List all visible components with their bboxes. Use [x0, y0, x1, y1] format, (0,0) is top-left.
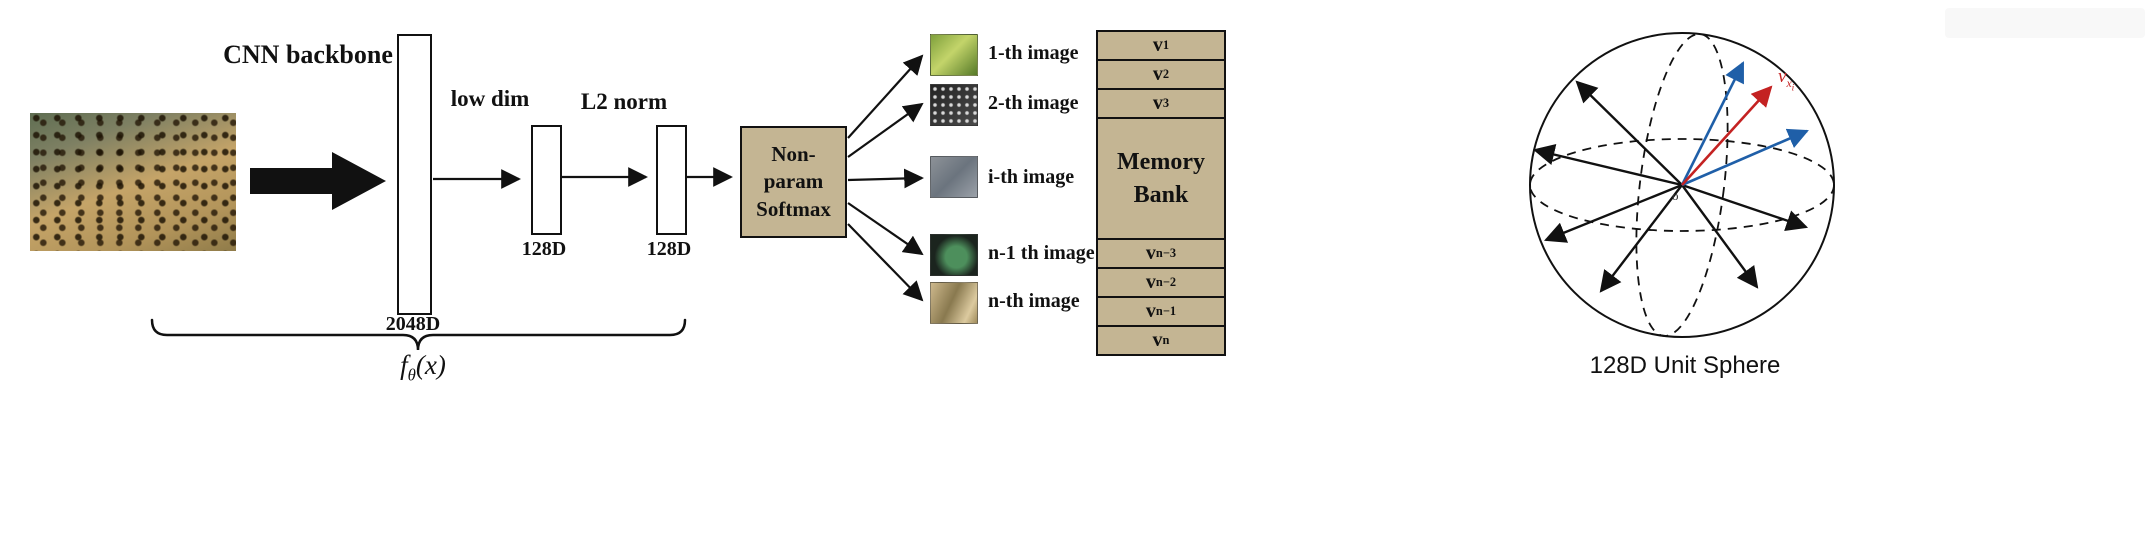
watermark [1945, 8, 2145, 38]
sphere-origin-label: o [1672, 188, 1679, 203]
l2-norm-label: L2 norm [580, 89, 668, 114]
instance-thumbnail-2 [930, 84, 978, 126]
feature-vector-arrow [1681, 183, 1809, 231]
feature-vector-arrow [1543, 183, 1683, 243]
l2-norm-dim-label: 128D [646, 238, 692, 260]
feature-vector-arrow [1681, 184, 1759, 289]
fan-arrow-1 [847, 54, 924, 139]
non-param-softmax-box: Non-param Softmax [740, 126, 847, 238]
fan-arrow-3 [847, 168, 924, 189]
fan-arrow-5 [847, 223, 924, 302]
instance-label-i: i-th image [988, 166, 1075, 188]
sphere-caption: 128D Unit Sphere [1589, 352, 1781, 379]
cnn-dim-label: 2048D [385, 313, 441, 335]
sphere-equator [1529, 138, 1835, 232]
low-dim-block [531, 125, 562, 235]
instance-thumbnail-i [930, 156, 978, 198]
feature-vector-arrow-red [1681, 85, 1773, 186]
sphere-meridian [1635, 33, 1729, 337]
feature-vector-arrow [1599, 184, 1683, 293]
sphere-vector-label: vxi [1778, 66, 1795, 94]
f-theta-label: fθ(x) [400, 350, 446, 385]
instance-label-n: n-th image [988, 290, 1080, 312]
cnn-backbone-label: CNN backbone [223, 40, 393, 69]
input-thick-arrow-icon [250, 152, 386, 210]
unit-sphere [1529, 32, 1835, 338]
instance-thumbnail-n1 [930, 234, 978, 276]
instance-label-n1: n-1 th image [988, 242, 1095, 264]
instance-thumbnail-1 [930, 34, 978, 76]
low-dim-label: low dim [450, 86, 530, 111]
feature-vector-arrow-blue [1681, 128, 1809, 187]
feature-vector-arrow-blue [1680, 61, 1745, 186]
instance-label-2: 2-th image [988, 92, 1079, 114]
l2-norm-block [656, 125, 687, 235]
underbrace [150, 318, 687, 351]
softmax-line1: Non-param [763, 142, 824, 194]
low-dim-dim-label: 128D [521, 238, 567, 260]
fan-arrow-2 [847, 102, 924, 158]
cnn-feature-block [397, 34, 432, 315]
fan-arrow-4 [847, 202, 924, 256]
input-image-leopard [30, 113, 236, 251]
instance-thumbnail-n [930, 282, 978, 324]
instance-label-1: 1-th image [988, 42, 1079, 64]
feature-vector-arrow [1532, 143, 1683, 187]
feature-vector-arrow [1575, 80, 1683, 186]
softmax-line2: Softmax [756, 196, 831, 221]
memory-bank-title: Memory Bank [1098, 119, 1224, 240]
